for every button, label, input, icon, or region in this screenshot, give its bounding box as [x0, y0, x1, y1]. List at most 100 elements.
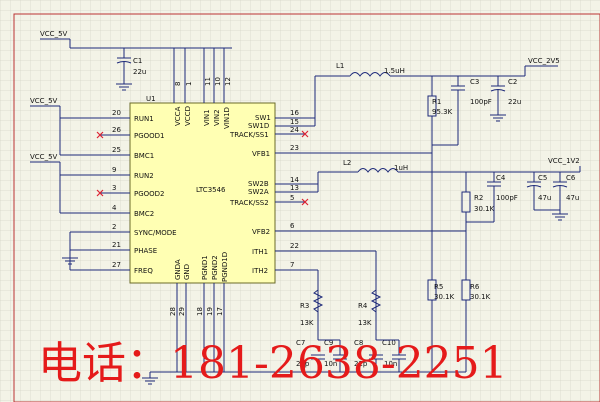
net-out1: VCC_2V5	[390, 57, 560, 96]
pin-num: 17	[216, 307, 224, 316]
net-out2: VCC_1V2	[398, 157, 581, 192]
pin-name: SW1D	[248, 122, 269, 130]
c9-ref: C9	[324, 339, 333, 347]
r3-value: 13K	[300, 319, 314, 327]
sheet-border	[13, 13, 600, 402]
pin-name: VCCD	[184, 106, 192, 126]
pin-num: 29	[178, 307, 186, 316]
ic-ref: U1	[146, 95, 156, 103]
pin-num: 26	[112, 126, 121, 134]
resistor-r5[interactable]: R5 30.1K	[427, 279, 455, 372]
c8-value: 22p	[354, 360, 368, 368]
pin-name: VIN1D	[223, 107, 231, 129]
r6-ref: R6	[470, 283, 480, 291]
pin-num: 28	[169, 307, 177, 316]
pin-name: GNDA	[174, 259, 182, 280]
pin-name: PGOOD2	[134, 190, 165, 198]
inductor-l1[interactable]: L1 1.5uH	[336, 62, 405, 77]
net-vcc5-run1: VCC_5V	[30, 97, 100, 156]
c1-ref: C1	[133, 57, 142, 65]
l2-value: 1uH	[394, 164, 408, 172]
net-label: VCC_5V	[30, 97, 58, 105]
pin-name: TRACK/SS2	[229, 199, 269, 207]
pin-name: PGND1	[201, 255, 209, 280]
left-pins: 20 26 25 9 3 4 2 21 27 RUN1 PGOOD1 BMC1 …	[100, 109, 177, 275]
c7-value: 22p	[296, 360, 310, 368]
r4-ref: R4	[358, 302, 368, 310]
pin-name: ITH1	[252, 248, 268, 256]
c7-ref: C7	[296, 339, 305, 347]
c2-value: 22u	[508, 98, 521, 106]
capacitor-c6[interactable]: C6 47u	[534, 174, 579, 221]
pin-name: VFB2	[252, 228, 270, 236]
capacitor-c2[interactable]: C2 22u	[490, 78, 521, 122]
pin-num: 16	[290, 109, 299, 117]
right-pins: 16 15 24 23 14 13 5 6 22 7 SW1 SW1D TRAC…	[229, 109, 305, 275]
pin-name: GND	[183, 264, 191, 280]
pin-name: RUN1	[134, 115, 154, 123]
c5-ref: C5	[538, 174, 547, 182]
net-label: VCC_5V	[40, 30, 68, 38]
l1-ref: L1	[336, 62, 344, 70]
resistor-r1[interactable]: R1 95.3K	[427, 95, 453, 153]
ic-part: LTC3546	[196, 186, 226, 194]
c2-ref: C2	[508, 78, 517, 86]
pin-num: 12	[224, 77, 232, 86]
ground-bus	[142, 359, 466, 385]
r6-value: 30.1K	[470, 293, 491, 301]
capacitor-c1[interactable]: C1 22u	[116, 48, 146, 91]
pin-name: BMC1	[134, 152, 154, 160]
net-ith2	[305, 269, 319, 340]
net-vcc5-run2: VCC_5V	[30, 153, 100, 214]
resistor-r4[interactable]: R4 13K	[358, 289, 382, 327]
c1-value: 22u	[133, 68, 146, 76]
pin-name: PGND1D	[221, 252, 229, 282]
capacitor-c3[interactable]: C3 100pF	[432, 78, 492, 146]
resistor-r6[interactable]: R6 30.1K	[461, 279, 491, 372]
pin-name: PGOOD1	[134, 132, 165, 140]
pin-num: 23	[290, 144, 299, 152]
pin-name: SYNC/MODE	[134, 229, 177, 237]
c4-value: 100pF	[496, 194, 518, 202]
pin-num: 2	[112, 223, 116, 231]
pin-name: PHASE	[134, 247, 157, 255]
pin-num: 11	[204, 77, 212, 86]
pin-name: TRACK/SS1	[229, 131, 269, 139]
pin-num: 5	[290, 194, 294, 202]
ic-u1[interactable]: U1 LTC3546 20 26 25 9 3 4 2 21 27 RUN1 P…	[100, 48, 305, 372]
capacitor-c4[interactable]: C4 100pF	[466, 174, 518, 223]
r1-ref: R1	[432, 98, 441, 106]
pin-num: 21	[112, 241, 121, 249]
pin-num: 13	[290, 184, 299, 192]
pin-name: FREQ	[134, 267, 153, 275]
pin-num: 6	[290, 222, 295, 230]
pin-num: 24	[290, 126, 299, 134]
r4-value: 13K	[358, 319, 372, 327]
l1-value: 1.5uH	[384, 67, 405, 75]
pin-name: VFB1	[252, 150, 270, 158]
inductor-l2[interactable]: L2 1uH	[343, 159, 408, 173]
pin-num: 27	[112, 261, 121, 269]
pin-num: 20	[112, 109, 121, 117]
switch-node-1	[305, 75, 350, 127]
c4-ref: C4	[496, 174, 506, 182]
capacitor-c5[interactable]: C5 47u	[526, 174, 551, 210]
c9-value: 10n	[324, 360, 337, 368]
pin-num: 15	[290, 118, 299, 126]
pin-name: SW2B	[248, 180, 269, 188]
pin-name: VIN2	[213, 109, 221, 126]
r5-ref: R5	[434, 283, 443, 291]
pin-name: BMC2	[134, 210, 154, 218]
c6-value: 47u	[566, 194, 579, 202]
c5-value: 47u	[538, 194, 551, 202]
phone-watermark: 电话：181-2638-2251	[38, 338, 508, 389]
pin-name: VCCA	[174, 106, 182, 126]
pin-num: 8	[174, 82, 182, 86]
pin-name: SW2A	[248, 188, 269, 196]
pin-num: 22	[290, 242, 299, 250]
r1-value: 95.3K	[432, 108, 453, 116]
resistor-r3[interactable]: R3 13K	[300, 289, 324, 327]
net-label: VCC_2V5	[528, 57, 560, 65]
pin-name: PGND2	[211, 255, 219, 280]
